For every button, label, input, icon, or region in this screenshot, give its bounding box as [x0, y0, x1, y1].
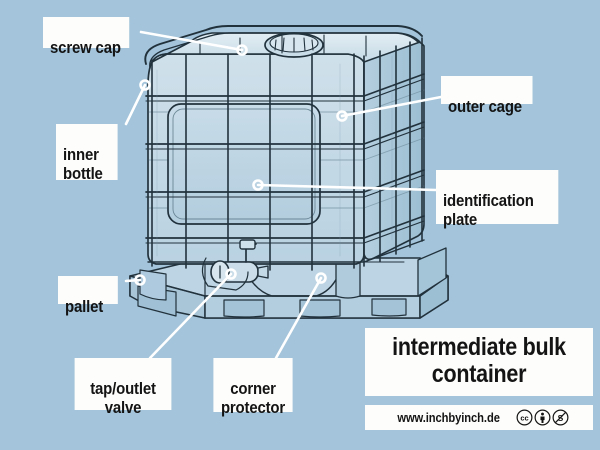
tap-outlet-valve	[201, 239, 269, 291]
callout-label-text: identification plate	[443, 191, 534, 229]
callout-label-text: tap/outlet valve	[90, 379, 156, 417]
dot-corner-protector	[315, 272, 327, 284]
ibc-drawing	[129, 25, 449, 319]
leader-outer-cage	[340, 95, 443, 118]
bottle-shading	[156, 55, 393, 257]
outer-cage	[151, 34, 423, 271]
callout-dots	[134, 44, 348, 286]
screw-cap	[264, 32, 324, 58]
page-title: intermediate bulk container	[392, 333, 566, 388]
corner-protector-shapes	[139, 247, 447, 301]
leader-tap-valve	[148, 272, 233, 360]
credit-bar: www.inchbyinch.de cc S	[365, 405, 593, 430]
source-url: www.inchbyinch.de	[397, 410, 501, 425]
leader-inner-bottle	[124, 83, 147, 126]
identification-plate	[167, 103, 321, 225]
dot-pallet	[134, 274, 146, 286]
cc-by-icon	[534, 409, 551, 426]
callout-label-outer-cage: outer cage	[441, 76, 533, 116]
license-icon-group: cc S	[516, 409, 569, 426]
callout-label-corner-protector: corner protector	[213, 358, 293, 416]
leader-corner-protector	[274, 276, 323, 360]
leader-pallet	[124, 278, 142, 283]
leader-identification-plate	[256, 183, 438, 192]
callout-label-text: pallet	[65, 297, 104, 317]
callout-label-pallet: pallet	[58, 276, 118, 316]
callout-label-text: screw cap	[50, 38, 121, 58]
leader-screw-cap	[139, 30, 244, 52]
callout-label-text: corner protector	[220, 379, 286, 417]
cc-nc-icon: S	[552, 409, 569, 426]
callout-label-inner-bottle: inner bottle	[56, 124, 118, 183]
cc-icon: cc	[516, 409, 533, 426]
dot-tap-valve	[225, 268, 237, 280]
svg-text:cc: cc	[520, 414, 528, 423]
callout-leaders	[124, 30, 443, 360]
dot-inner-bottle	[139, 79, 151, 91]
pallet-base	[129, 257, 449, 319]
callout-label-identification-plate: identification plate	[436, 170, 559, 228]
dot-identification-plate	[252, 179, 264, 191]
callout-label-text: inner bottle	[63, 145, 103, 183]
dot-screw-cap	[236, 44, 248, 56]
title-block: intermediate bulk container	[365, 328, 593, 396]
callout-label-tap-outlet-valve: tap/outlet valve	[74, 358, 172, 416]
dot-outer-cage	[336, 110, 348, 122]
callout-label-text: outer cage	[448, 97, 522, 117]
callout-label-screw-cap: screw cap	[43, 17, 130, 57]
